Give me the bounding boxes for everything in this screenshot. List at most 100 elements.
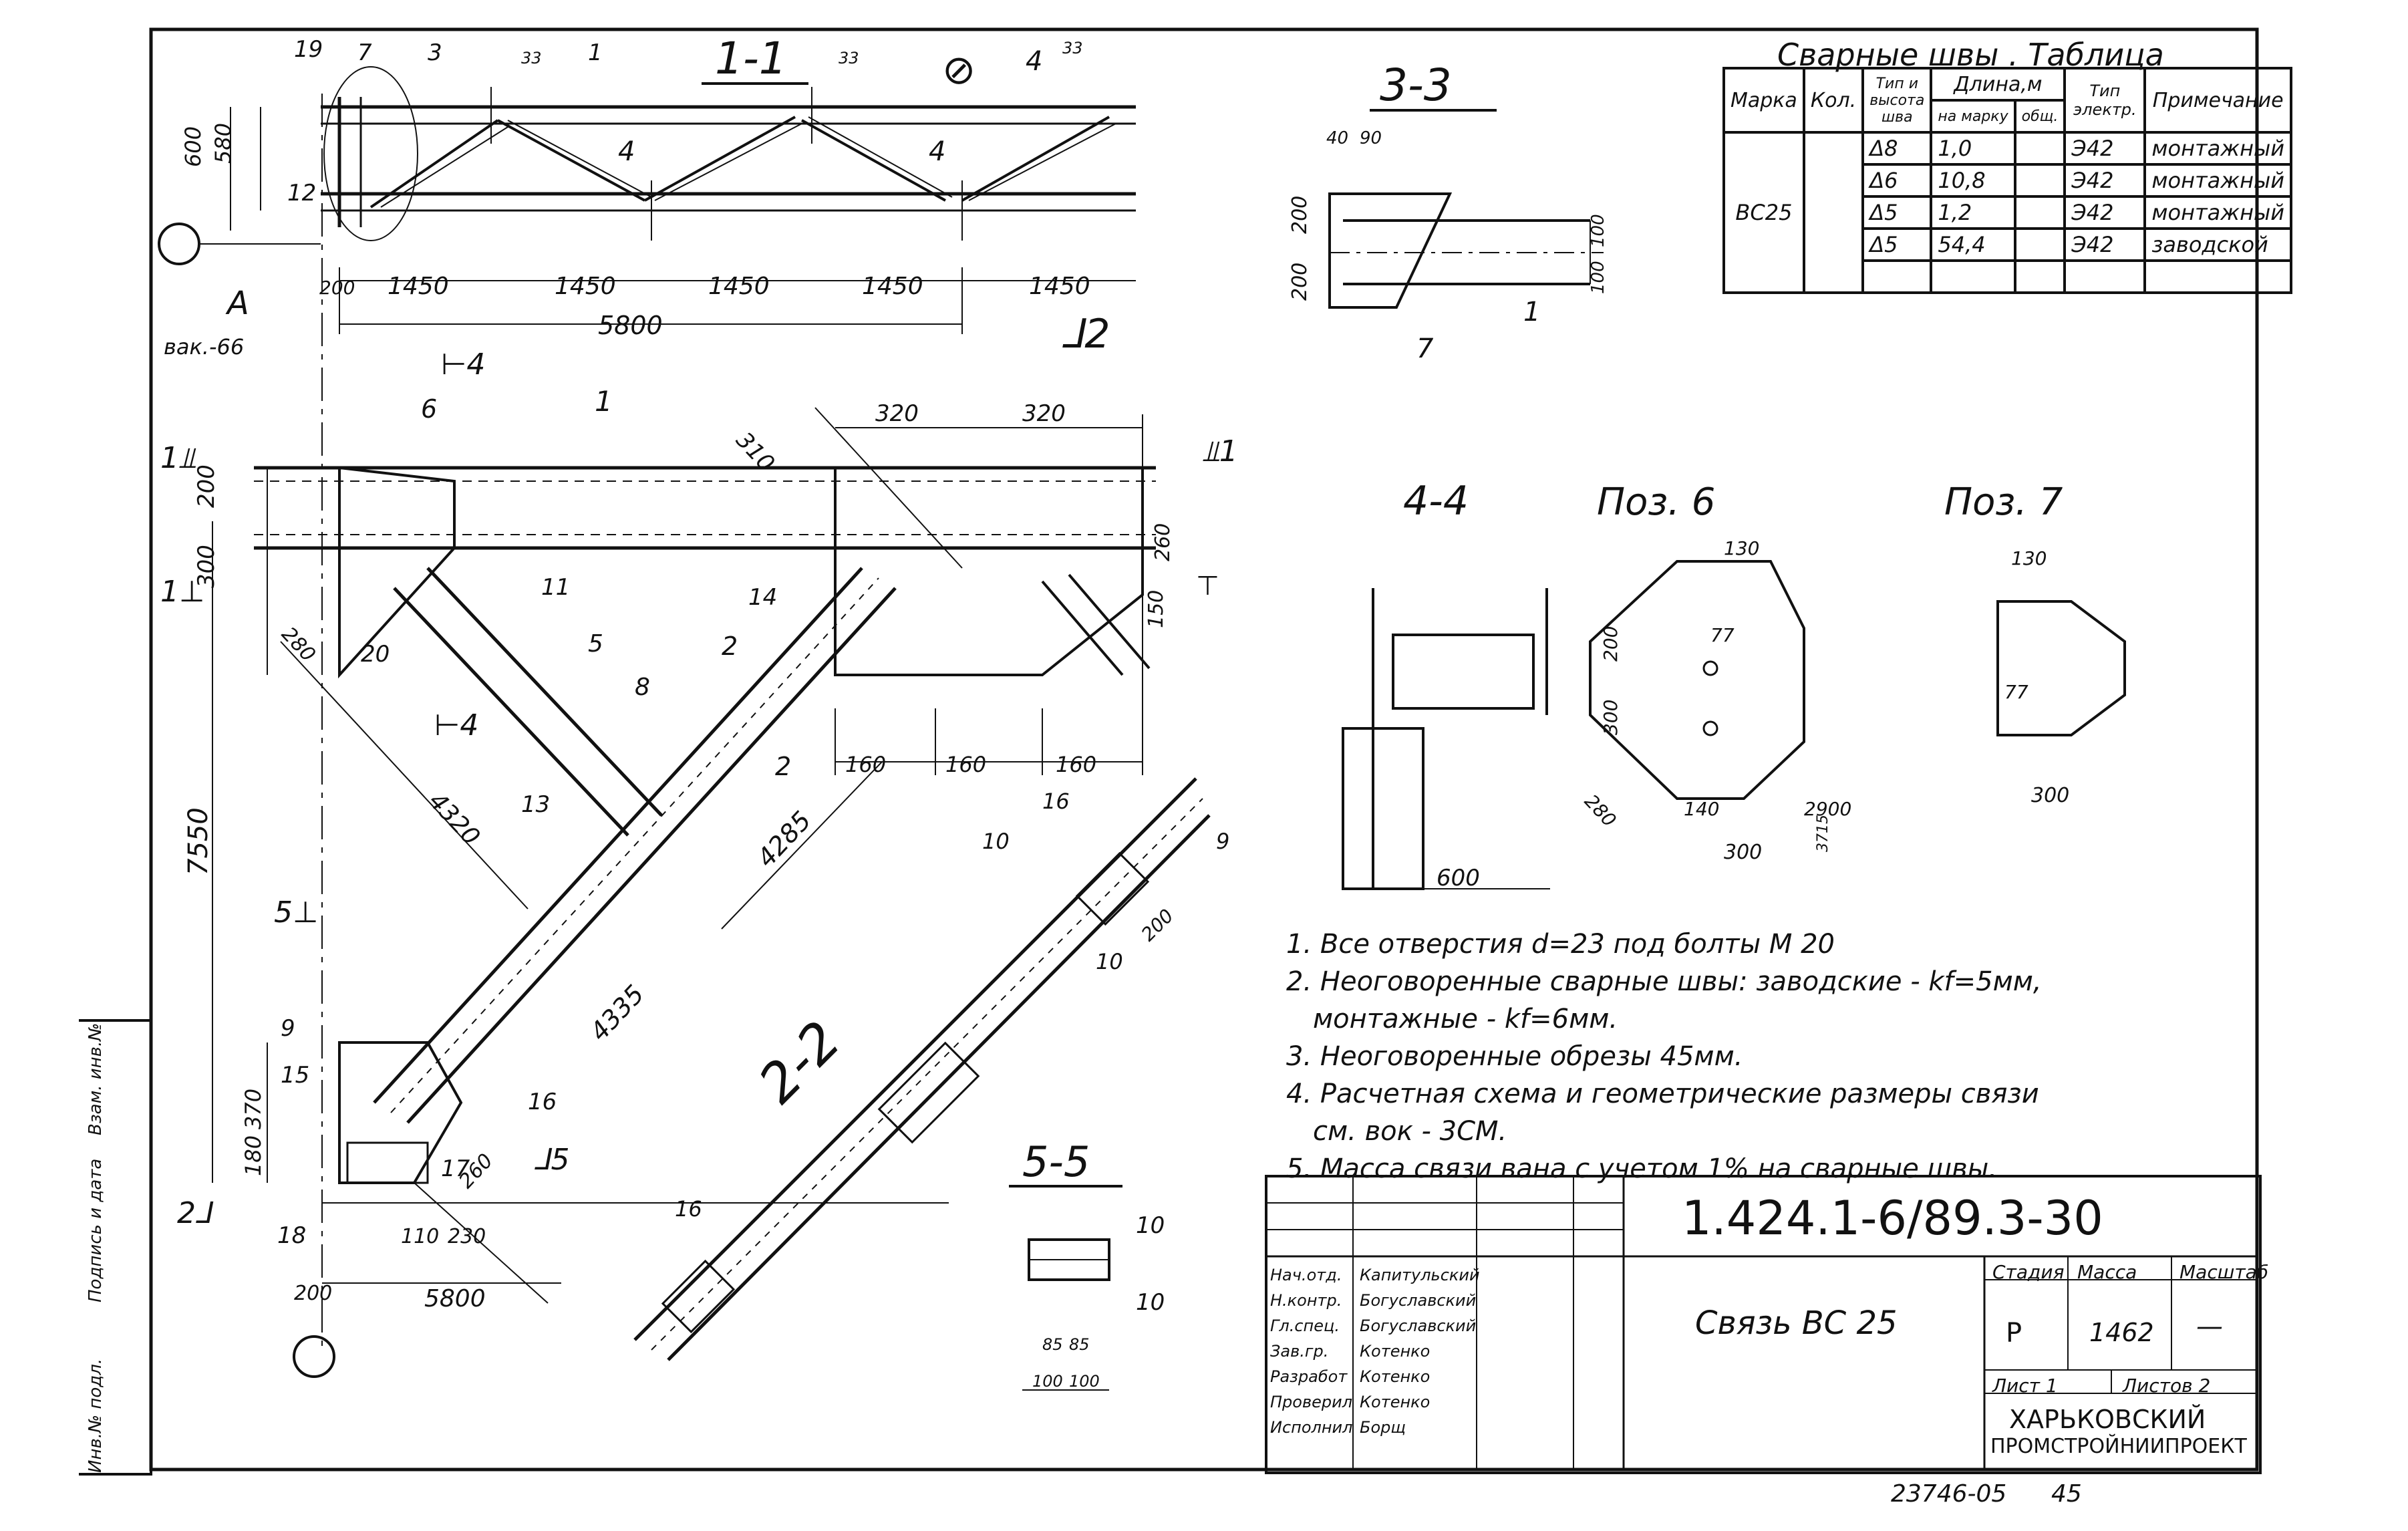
mark-4-top-right: 4 xyxy=(1026,46,1042,77)
td-len: 54,4 xyxy=(1930,227,2016,262)
doc-code: 1.424.1-6/89.3-30 xyxy=(1682,1191,2103,1246)
dim-160-c: 160 xyxy=(1056,752,1096,777)
dim-160-a: 160 xyxy=(845,752,886,777)
dim-300-main: 300 xyxy=(193,545,220,588)
dim-1450-d: 1450 xyxy=(862,273,923,300)
dim-370: 370 xyxy=(241,1089,266,1129)
sheets-total: Листов 2 xyxy=(2123,1375,2211,1397)
note-1: 1. Все отверстия d=23 под болты М 20 xyxy=(1286,929,1835,960)
mark-7-33: 7 xyxy=(1416,333,1434,364)
dim-100-55b: 100 xyxy=(1069,1372,1100,1391)
dim-5800-bottom: 5800 xyxy=(424,1285,486,1312)
td-el: Э42 xyxy=(2063,163,2147,198)
archive-number: 23746-05 xyxy=(1891,1480,2007,1508)
name-6: Борщ xyxy=(1360,1418,1406,1437)
dim-1450-e: 1450 xyxy=(1029,273,1090,300)
th-kol: Кол. xyxy=(1802,67,1865,134)
label-1-1: 1-1 xyxy=(715,33,787,84)
dim-600-44: 600 xyxy=(1437,865,1480,891)
note-3: 3. Неоговоренные обрезы 45мм. xyxy=(1286,1041,1743,1072)
mark-15: 15 xyxy=(281,1062,309,1089)
mass-value: 1462 xyxy=(2089,1318,2154,1347)
title-block: 1.424.1-6/89.3-30 Связь ВС 25 Стадия Мас… xyxy=(1265,1175,2268,1474)
dim-200-33a: 200 xyxy=(1288,196,1312,234)
th-len-total: общ. xyxy=(2013,99,2067,134)
mark-4-mid: 4 xyxy=(618,136,635,167)
td-total xyxy=(2013,131,2067,166)
mark-9-b: 9 xyxy=(1216,829,1229,854)
td-len: 10,8 xyxy=(1930,163,2016,198)
mark-13: 13 xyxy=(521,791,550,818)
stamp-grid xyxy=(1265,1175,2256,1469)
td-kol xyxy=(1802,131,1865,294)
mark-10-a: 10 xyxy=(982,829,1010,854)
mark-8: 8 xyxy=(635,674,650,701)
mark-11: 11 xyxy=(541,574,570,601)
name-0: Капитульский xyxy=(1360,1266,1480,1284)
note-2b: монтажные - kf=6мм. xyxy=(1313,1004,1618,1034)
dim-40-33: 40 xyxy=(1326,128,1348,148)
role-4: Разработ xyxy=(1270,1367,1348,1386)
td-total xyxy=(2013,227,2067,262)
dim-600: 600 xyxy=(180,126,206,167)
dim-300-p7: 300 xyxy=(2031,784,2069,807)
side-sign: Подпись и дата xyxy=(86,1158,106,1302)
dim-4335: 4335 xyxy=(584,979,649,1047)
stage-header: Стадия xyxy=(1992,1261,2065,1283)
mark-2-a: 2 xyxy=(722,632,738,661)
dim-90-33: 90 xyxy=(1360,128,1382,148)
dim-180: 180 xyxy=(241,1135,266,1176)
label-poz6: Поз. 6 xyxy=(1597,480,1715,524)
dim-160-b: 160 xyxy=(945,752,986,777)
mark-12: 12 xyxy=(287,180,316,206)
cut-marker-right: ⊤ xyxy=(1196,571,1219,601)
dim-2900: 2900 xyxy=(1804,798,1851,820)
label-5-5: 5-5 xyxy=(1022,1137,1090,1186)
label-poz7: Поз. 7 xyxy=(1944,480,2063,524)
welds-table-title: Сварные швы . Таблица xyxy=(1777,37,2164,73)
td-note: заводской xyxy=(2143,227,2293,262)
td-note: монтажный xyxy=(2143,163,2293,198)
welds-table: Марка Кол. Тип и высота шва Длина,м Тип … xyxy=(1722,67,2293,294)
mark-4-right: 4 xyxy=(929,136,945,167)
section-2-2 xyxy=(633,777,1211,1361)
td-note: монтажный xyxy=(2143,195,2293,230)
mark-3-top: 3 xyxy=(428,39,442,66)
dim-280: 280 xyxy=(277,623,320,667)
cut-1-marker-left-b: 1⊥ xyxy=(160,575,204,609)
main-elevation xyxy=(212,407,1156,1378)
dim-300-p6: 300 xyxy=(1600,700,1622,735)
mark-9-left: 9 xyxy=(281,1015,295,1042)
general-notes: 1. Все отверстия d=23 под болты М 20 2. … xyxy=(1286,926,2255,1188)
cut-2-marker: ⅃2 xyxy=(1062,311,1110,358)
td-el: Э42 xyxy=(2063,195,2147,230)
note-4: 4. Расчетная схема и геометрические разм… xyxy=(1286,1079,2039,1109)
section-3-3 xyxy=(1328,192,1604,309)
cut-1-marker-left: 1⫫ xyxy=(160,441,196,475)
name-5: Котенко xyxy=(1360,1393,1431,1411)
dim-280-p6: 280 xyxy=(1580,790,1621,831)
name-1: Богуславский xyxy=(1360,1291,1477,1310)
dim-200-top: 200 xyxy=(319,277,355,299)
th-electrode: Тип электр. xyxy=(2063,67,2147,134)
side-vzam: Взам. инв.№ xyxy=(86,1022,106,1135)
dim-77-p6: 77 xyxy=(1710,624,1735,646)
note-4b: см. вок - 3СМ. xyxy=(1313,1116,1507,1147)
td-len: 1,0 xyxy=(1930,131,2016,166)
side-stamp: Инв.№ подл. Подпись и дата Взам. инв.№ xyxy=(79,1019,152,1476)
dim-100-33b: 100 xyxy=(1588,261,1608,294)
section-1-1 xyxy=(158,66,1136,1350)
mark-5: 5 xyxy=(588,630,603,658)
poz-7-plate xyxy=(1996,600,2126,736)
name-2: Богуславский xyxy=(1360,1316,1477,1335)
label-2-2: 2-2 xyxy=(747,1009,853,1115)
mark-16-left: 16 xyxy=(528,1089,557,1115)
name-4: Котенко xyxy=(1360,1367,1431,1386)
mark-2-b: 2 xyxy=(775,752,791,781)
dim-580: 580 xyxy=(210,123,236,164)
dim-1450-b: 1450 xyxy=(555,273,616,300)
org-name-2: ПРОМСТРОЙНИИПРОЕКТ xyxy=(1990,1435,2247,1458)
mark-7-top: 7 xyxy=(357,39,372,66)
